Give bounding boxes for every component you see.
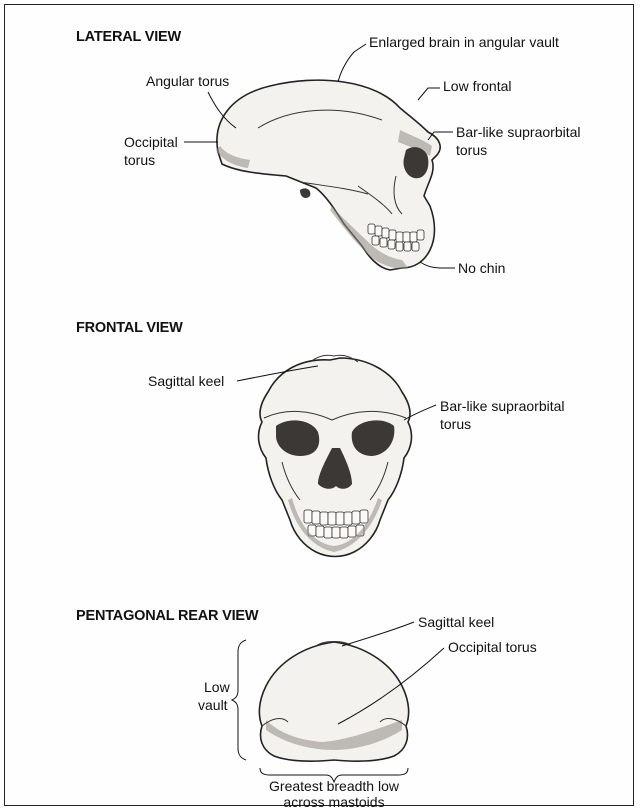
leader-sagittal-keel-rear: [342, 622, 414, 646]
label-supraorbital-frontal-line2: torus: [440, 416, 471, 432]
leader-low-frontal: [418, 88, 440, 100]
lateral-view-heading: LATERAL VIEW: [76, 29, 182, 45]
label-supraorbital-line1: Bar-like supraorbital: [456, 124, 581, 140]
leader-no-chin: [420, 262, 455, 268]
label-enlarged-brain: Enlarged brain in angular vault: [369, 34, 559, 50]
label-sagittal-keel-rear: Sagittal keel: [418, 614, 494, 630]
label-angular-torus: Angular torus: [146, 73, 229, 89]
label-occipital-line1: Occipital: [124, 134, 178, 150]
frontal-view-heading: FRONTAL VIEW: [76, 320, 183, 336]
lateral-view-section: LATERAL VIEW: [76, 29, 581, 276]
frontal-view-section: FRONTAL VIEW: [76, 320, 565, 557]
rear-view-heading: PENTAGONAL REAR VIEW: [76, 608, 259, 624]
label-breadth-line1: Greatest breadth low: [269, 778, 400, 794]
label-occipital-torus-rear: Occipital torus: [448, 639, 537, 655]
label-low-vault-line1: Low: [204, 679, 231, 695]
label-breadth-line2: across mastoids: [283, 794, 384, 810]
leader-enlarged-brain: [338, 44, 366, 82]
label-low-vault-line2: vault: [198, 697, 228, 713]
rear-view-section: PENTAGONAL REAR VIEW Sagittal keel Occip…: [76, 608, 537, 810]
frontal-skull-drawing: [259, 355, 412, 556]
low-vault-bracket: [232, 640, 246, 760]
label-low-frontal: Low frontal: [443, 78, 511, 94]
label-sagittal-keel-frontal: Sagittal keel: [148, 373, 224, 389]
label-supraorbital-frontal-line1: Bar-like supraorbital: [440, 398, 565, 414]
rear-skull-drawing: [259, 642, 408, 762]
lateral-skull-drawing: [216, 80, 440, 270]
label-no-chin: No chin: [458, 260, 505, 276]
label-supraorbital-line2: torus: [456, 142, 487, 158]
label-occipital-line2: torus: [124, 152, 155, 168]
